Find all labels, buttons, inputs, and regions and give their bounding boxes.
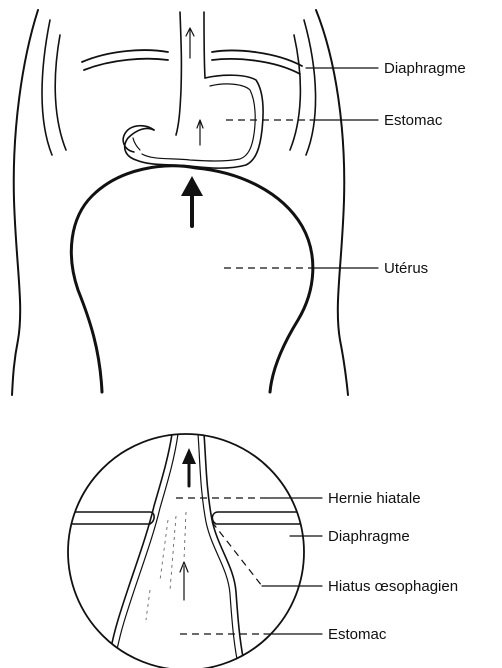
pressure-arrow — [181, 176, 203, 226]
inset-diagram: Hernie hiatale Diaphragme Hiatus œsophag… — [60, 434, 458, 668]
label-estomac-inset: Estomac — [328, 626, 387, 643]
torso-diagram: Diaphragme Estomac Utérus — [12, 10, 466, 395]
label-uterus: Utérus — [384, 260, 428, 277]
inset-right-wall-outer — [204, 434, 248, 668]
inset-left-wall-outer — [106, 434, 172, 668]
label-hiatus-oesophagien: Hiatus œsophagien — [328, 578, 458, 595]
inset-left-wall-inner — [112, 434, 178, 668]
rib-left-outer — [42, 20, 52, 155]
diaphragm-right-2 — [212, 59, 300, 74]
stomach-outline — [125, 75, 263, 168]
inset-circle — [68, 434, 304, 668]
label-diaphragme-inset: Diaphragme — [328, 528, 410, 545]
rib-left-inner — [55, 35, 66, 150]
small-up-arrows — [133, 28, 203, 150]
torso-outline-left — [12, 10, 38, 395]
diaphragm-left-2 — [84, 59, 168, 70]
hiatus-leader-dashed — [212, 522, 262, 586]
label-estomac-top: Estomac — [384, 112, 443, 129]
inset-arrows — [180, 448, 196, 600]
rib-right-inner — [290, 35, 300, 150]
label-hernie-hiatale: Hernie hiatale — [328, 490, 421, 507]
label-diaphragme-top: Diaphragme — [384, 60, 466, 77]
esophagus-left-wall — [176, 12, 181, 135]
inset-hatching — [146, 512, 186, 620]
rib-right-outer — [304, 20, 316, 155]
esophagus-right-wall — [204, 12, 205, 78]
